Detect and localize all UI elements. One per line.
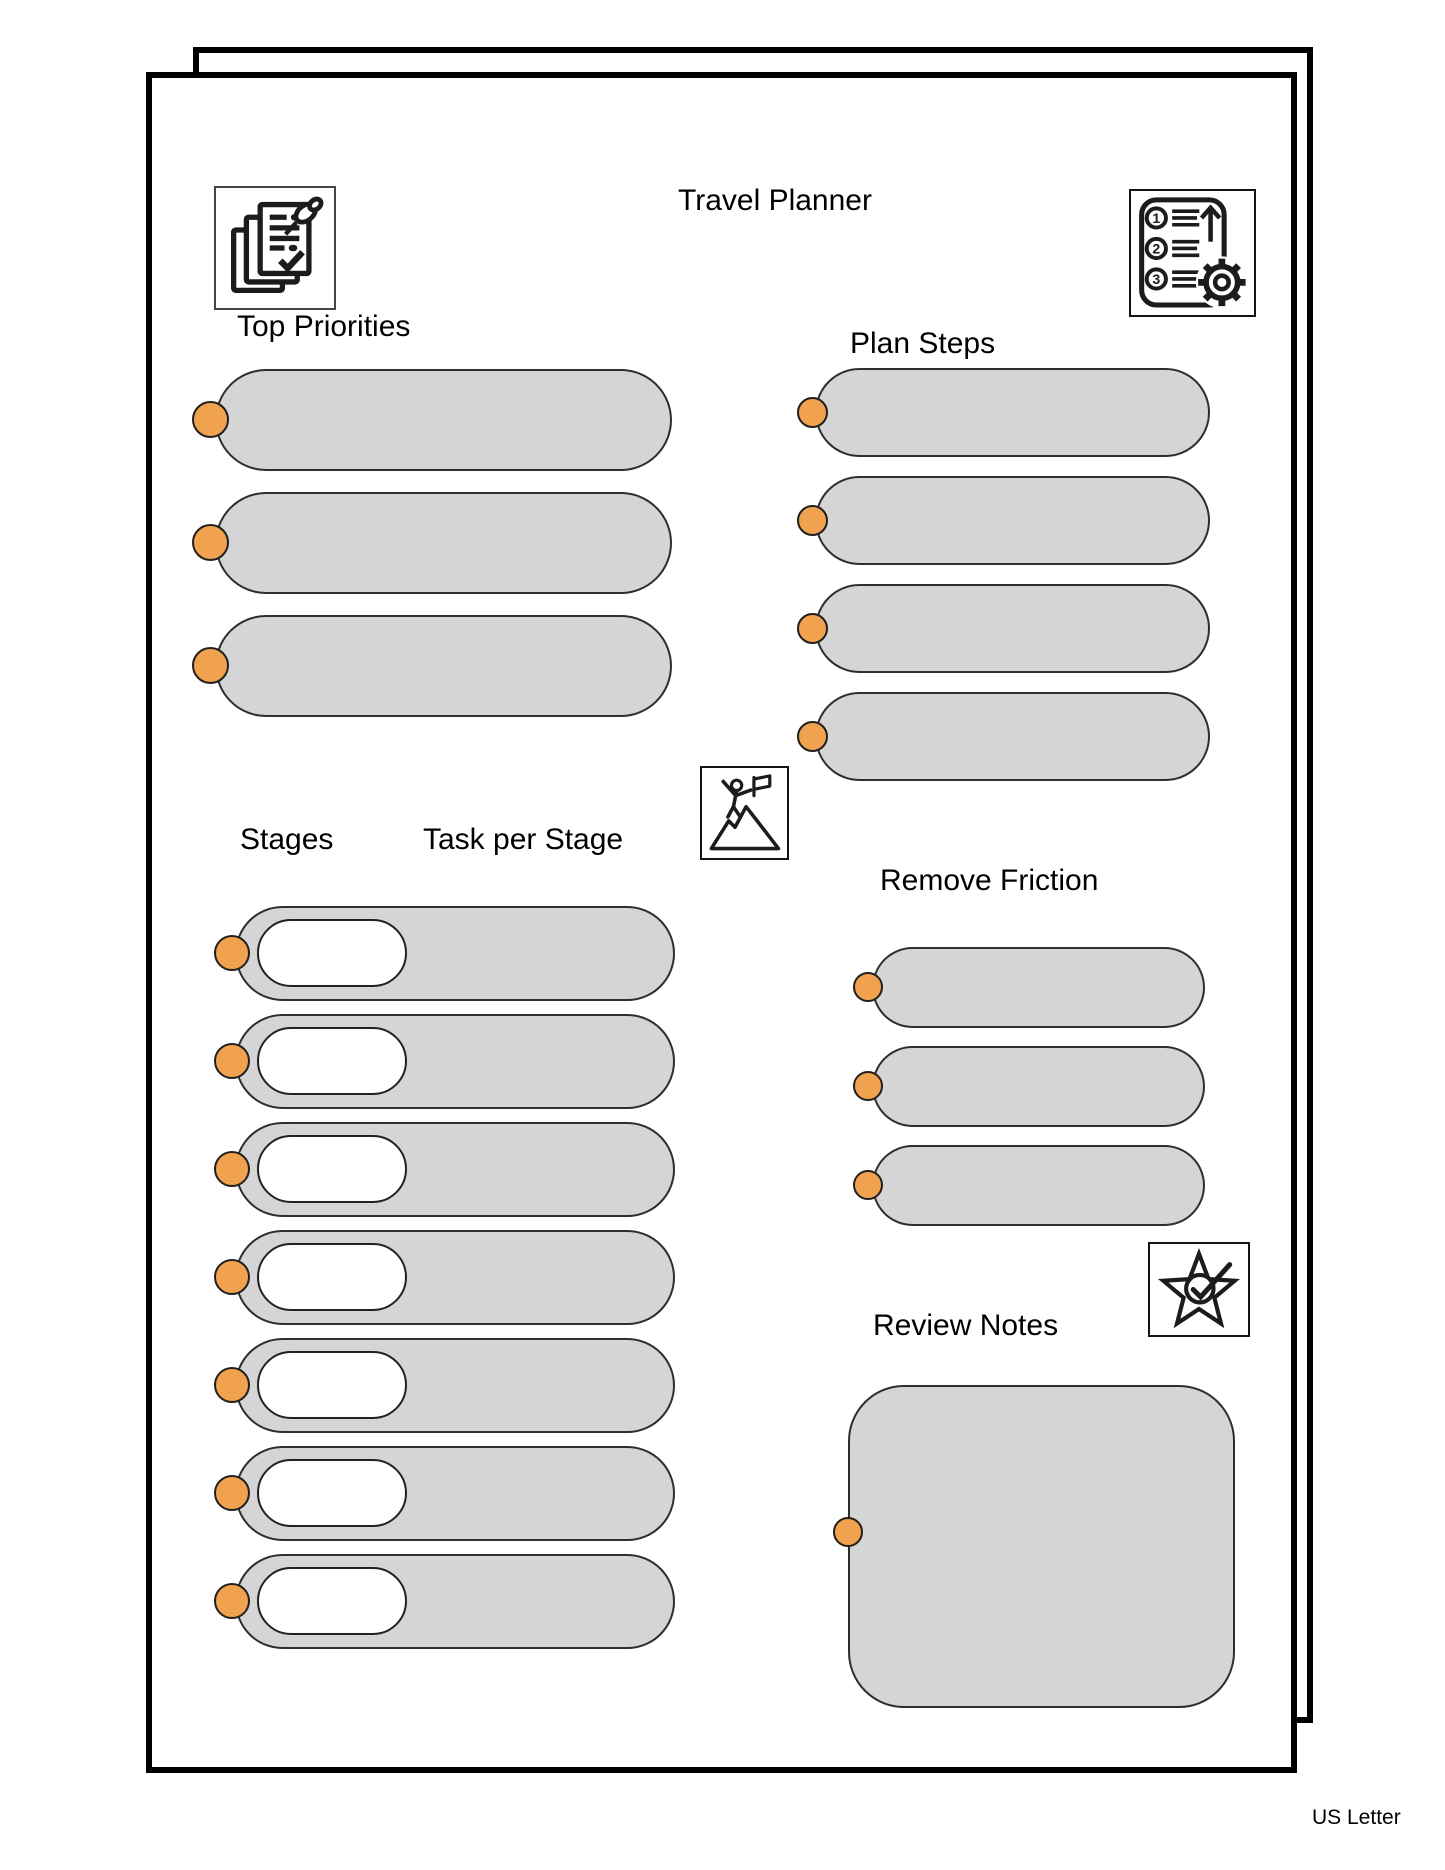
friction-bullet-dot-1 <box>853 972 883 1002</box>
plan-step-bullet-dot-3 <box>797 613 828 644</box>
numbered-plan-gear-icon: 1 2 3 <box>1129 189 1256 317</box>
friction-field-1[interactable] <box>872 947 1205 1028</box>
stage-field-6[interactable] <box>257 1459 407 1527</box>
plan-step-bullet-dot-4 <box>797 721 828 752</box>
pinned-notes-icon <box>231 196 324 294</box>
remove-friction-label: Remove Friction <box>880 864 1099 897</box>
priority-field-1[interactable] <box>215 369 672 471</box>
stage-row-4 <box>214 1230 675 1325</box>
stage-bullet-dot-3 <box>214 1151 250 1187</box>
friction-field-3[interactable] <box>872 1145 1205 1226</box>
stage-bullet-dot-1 <box>214 935 250 971</box>
priority-bullet-dot-1 <box>192 401 229 438</box>
stage-field-2[interactable] <box>257 1027 407 1095</box>
summit-flag-icon <box>700 766 789 860</box>
stage-row-7 <box>214 1554 675 1649</box>
numbered-plan-gear-icon: 1 2 3 <box>1139 197 1248 309</box>
friction-field-2[interactable] <box>872 1046 1205 1127</box>
list-number-3: 3 <box>1152 271 1160 287</box>
stage-row-5 <box>214 1338 675 1433</box>
plan-step-field-2[interactable] <box>815 476 1210 565</box>
stage-row-3 <box>214 1122 675 1217</box>
plan-steps-label: Plan Steps <box>850 327 996 360</box>
star-check-icon <box>1148 1242 1250 1337</box>
list-number-2: 2 <box>1152 241 1160 257</box>
review-notes-label: Review Notes <box>873 1309 1059 1342</box>
stages-label: Stages <box>240 823 334 856</box>
stage-bullet-dot-4 <box>214 1259 250 1295</box>
paper-size-label: US Letter <box>1312 1806 1401 1829</box>
pinned-notes-icon <box>214 186 336 310</box>
stage-row-2 <box>214 1014 675 1109</box>
list-number-1: 1 <box>1152 210 1160 226</box>
priority-field-3[interactable] <box>215 615 672 717</box>
page-title: Travel Planner <box>678 184 872 217</box>
stage-row-6 <box>214 1446 675 1541</box>
summit-flag-icon <box>709 774 781 851</box>
plan-step-field-1[interactable] <box>815 368 1210 457</box>
plan-step-field-3[interactable] <box>815 584 1210 673</box>
review-notes-bullet-dot <box>833 1517 863 1547</box>
stage-row-1 <box>214 906 675 1001</box>
stage-bullet-dot-7 <box>214 1583 250 1619</box>
stage-field-3[interactable] <box>257 1135 407 1203</box>
stage-field-1[interactable] <box>257 919 407 987</box>
stage-bullet-dot-6 <box>214 1475 250 1511</box>
plan-step-bullet-dot-1 <box>797 397 828 428</box>
stage-bullet-dot-2 <box>214 1043 250 1079</box>
top-priorities-label: Top Priorities <box>237 310 411 343</box>
stage-field-5[interactable] <box>257 1351 407 1419</box>
plan-step-bullet-dot-2 <box>797 505 828 536</box>
priority-bullet-dot-2 <box>192 524 229 561</box>
task-per-stage-label: Task per Stage <box>423 823 624 856</box>
stage-field-4[interactable] <box>257 1243 407 1311</box>
review-notes-box[interactable] <box>848 1385 1235 1708</box>
plan-step-field-4[interactable] <box>815 692 1210 781</box>
stage-field-7[interactable] <box>257 1567 407 1635</box>
star-check-icon <box>1157 1248 1241 1329</box>
priority-bullet-dot-3 <box>192 647 229 684</box>
friction-bullet-dot-2 <box>853 1071 883 1101</box>
priority-field-2[interactable] <box>215 492 672 594</box>
friction-bullet-dot-3 <box>853 1170 883 1200</box>
stage-bullet-dot-5 <box>214 1367 250 1403</box>
